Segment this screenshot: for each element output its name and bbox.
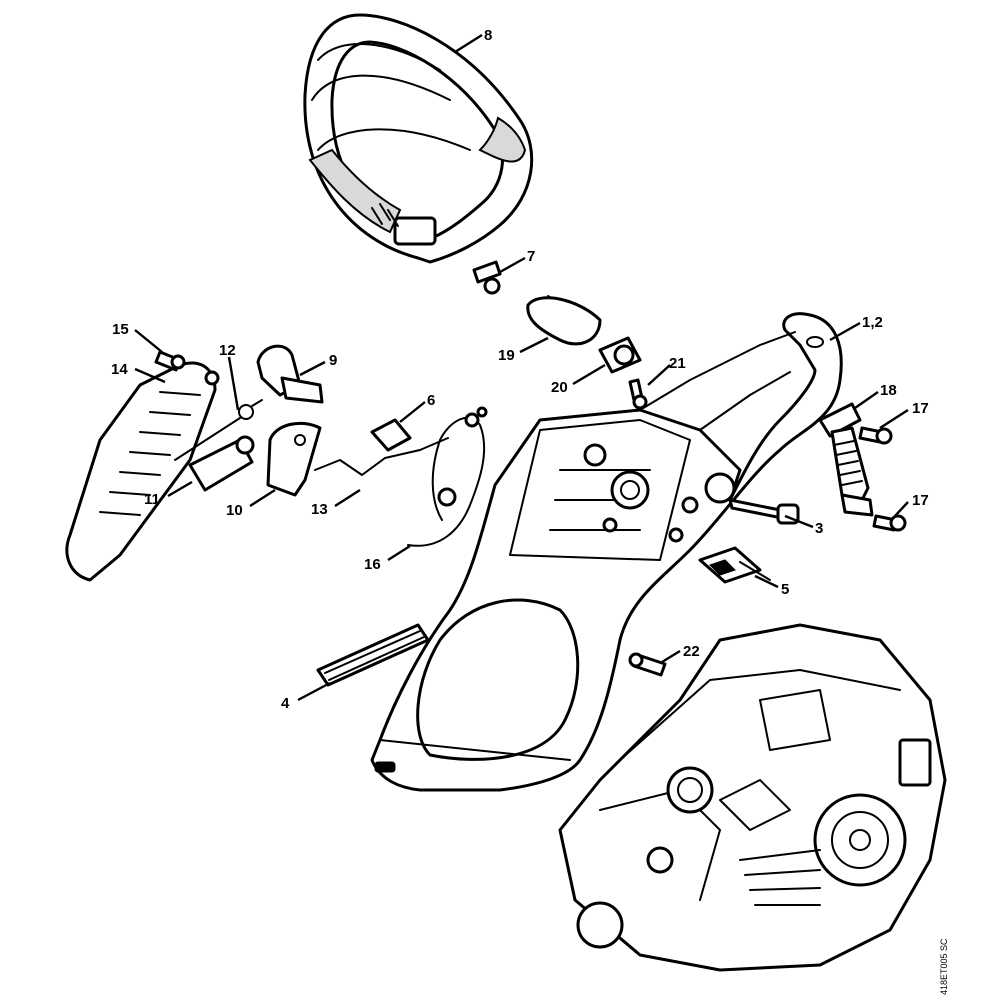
lockout-lever-11 xyxy=(188,435,255,492)
callout-18: 18 xyxy=(880,382,897,399)
throttle-trigger-10 xyxy=(266,421,322,497)
screw-21 xyxy=(628,378,648,410)
detent-20 xyxy=(598,336,642,374)
screw-17-lower xyxy=(872,514,907,532)
drawing-code: 418ET005 SC xyxy=(939,938,949,995)
callout-7: 7 xyxy=(527,248,535,265)
clip-5 xyxy=(698,546,771,584)
screw-7 xyxy=(472,260,502,295)
callout-8: 8 xyxy=(484,27,492,44)
callout-3: 3 xyxy=(815,520,823,537)
callout-1-2: 1,2 xyxy=(862,314,883,331)
bolt-3 xyxy=(728,498,800,525)
screw-22 xyxy=(628,652,667,677)
screw-17-upper xyxy=(858,426,893,445)
throttle-rod-13 xyxy=(314,437,449,476)
callout-11: 11 xyxy=(144,491,160,508)
leader-lines xyxy=(134,33,909,702)
spring-element-18 xyxy=(818,402,874,517)
callout-20: 20 xyxy=(551,379,568,396)
interlock-lever-9 xyxy=(256,344,324,404)
callout-labels: 1,2 3 4 5 6 7 8 9 10 11 12 13 14 15 16 1… xyxy=(111,27,929,712)
callout-17-upper: 17 xyxy=(912,400,929,417)
callout-13: 13 xyxy=(311,501,328,518)
spring-19 xyxy=(526,295,602,346)
callout-19: 19 xyxy=(498,347,515,364)
callout-4: 4 xyxy=(281,695,290,712)
callout-14: 14 xyxy=(111,361,128,378)
ignition-switch-6 xyxy=(370,418,412,452)
callout-10: 10 xyxy=(226,502,243,519)
screw-15 xyxy=(154,350,186,372)
callout-22: 22 xyxy=(683,643,700,660)
handlebar-part xyxy=(303,13,534,264)
callout-21: 21 xyxy=(669,355,686,372)
callout-15: 15 xyxy=(112,321,129,338)
engine-assembly xyxy=(558,623,947,972)
rear-handle-housing xyxy=(370,312,843,792)
decal-strip-4 xyxy=(316,623,430,687)
callout-5: 5 xyxy=(781,581,789,598)
callout-6: 6 xyxy=(427,392,435,409)
wire-harness-16 xyxy=(407,406,488,547)
callout-16: 16 xyxy=(364,556,381,573)
callout-17-lower: 17 xyxy=(912,492,929,509)
callout-9: 9 xyxy=(329,352,337,369)
callout-12: 12 xyxy=(219,342,236,359)
handle-molding-14 xyxy=(65,361,220,582)
torsion-spring-12 xyxy=(174,399,263,461)
